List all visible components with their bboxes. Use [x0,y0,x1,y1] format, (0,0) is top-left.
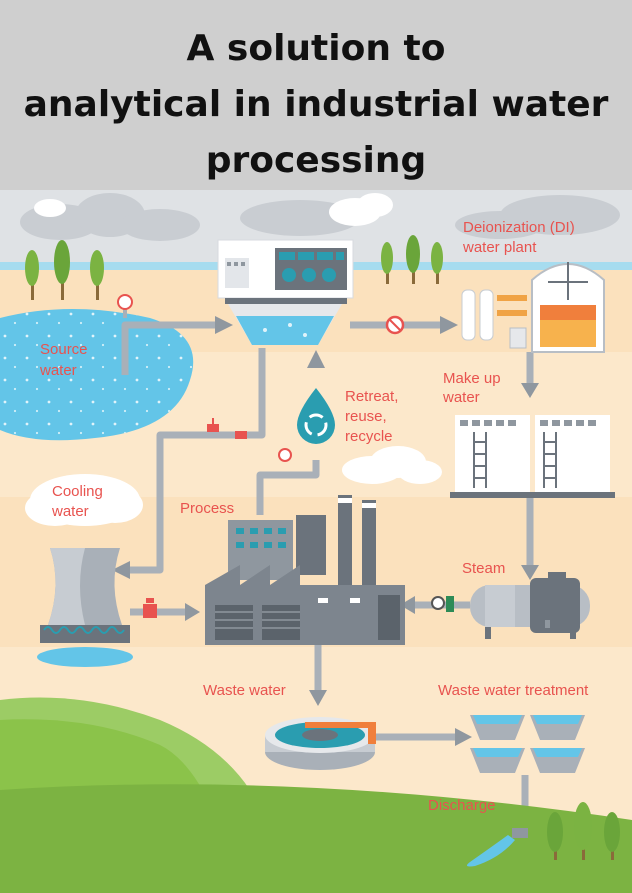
pressure-gauge-icon [117,294,133,318]
valve-icon-2 [143,598,157,618]
label-makeup-2: water [443,389,480,406]
trees-left [25,240,104,300]
treatment-basins [470,715,585,773]
label-cooling-1: Cooling [52,483,103,500]
factory [205,495,405,645]
title-line-3: processing [205,140,427,181]
discharge-stream [466,835,515,867]
label-steam: Steam [462,560,506,577]
trees-right [381,235,443,284]
makeup-water-tanks [450,415,615,498]
label-process: Process [180,500,235,517]
trees-bottom [547,802,620,860]
title-line-2: analytical in industrial water [23,84,609,125]
flow-arrows [112,316,539,828]
clarifier [265,717,376,770]
discharge-pipe [512,828,528,838]
sky-clouds [20,193,620,241]
treatment-unit [217,239,354,345]
boiler [470,572,590,639]
cooling-tower [37,548,133,667]
label-source-water-1: Source [40,341,88,358]
title-line-1: A solution to [186,28,446,69]
label-deionization-2: water plant [463,239,537,256]
label-retreat-1: Retreat, [345,388,399,405]
title-banner: A solution to analytical in industrial w… [0,0,632,190]
label-retreat-3: recycle [345,428,393,445]
label-deionization-1: Deionization (DI) [463,219,575,236]
label-waste-water: Waste water [203,682,286,699]
valve-icon-4 [235,431,247,439]
recycle-icon [297,388,335,444]
label-makeup-1: Make up [443,370,501,387]
white-clouds [34,193,393,226]
valve-icon [385,315,405,335]
cooling-cloud [25,474,143,526]
lake-bubbles [0,309,194,441]
pressure-gauge-icon-2 [278,448,292,462]
di-water-plant [461,262,605,353]
label-waste-water-treatment: Waste water treatment [438,682,589,699]
valve-icon-3 [207,418,219,432]
label-discharge: Discharge [428,797,496,814]
label-cooling-2: water [52,503,89,520]
recycle-cloud [342,446,442,484]
pressure-gauge-icon-3 [431,596,454,612]
label-source-water-2: water [40,362,77,379]
label-retreat-2: reuse, [345,408,387,425]
